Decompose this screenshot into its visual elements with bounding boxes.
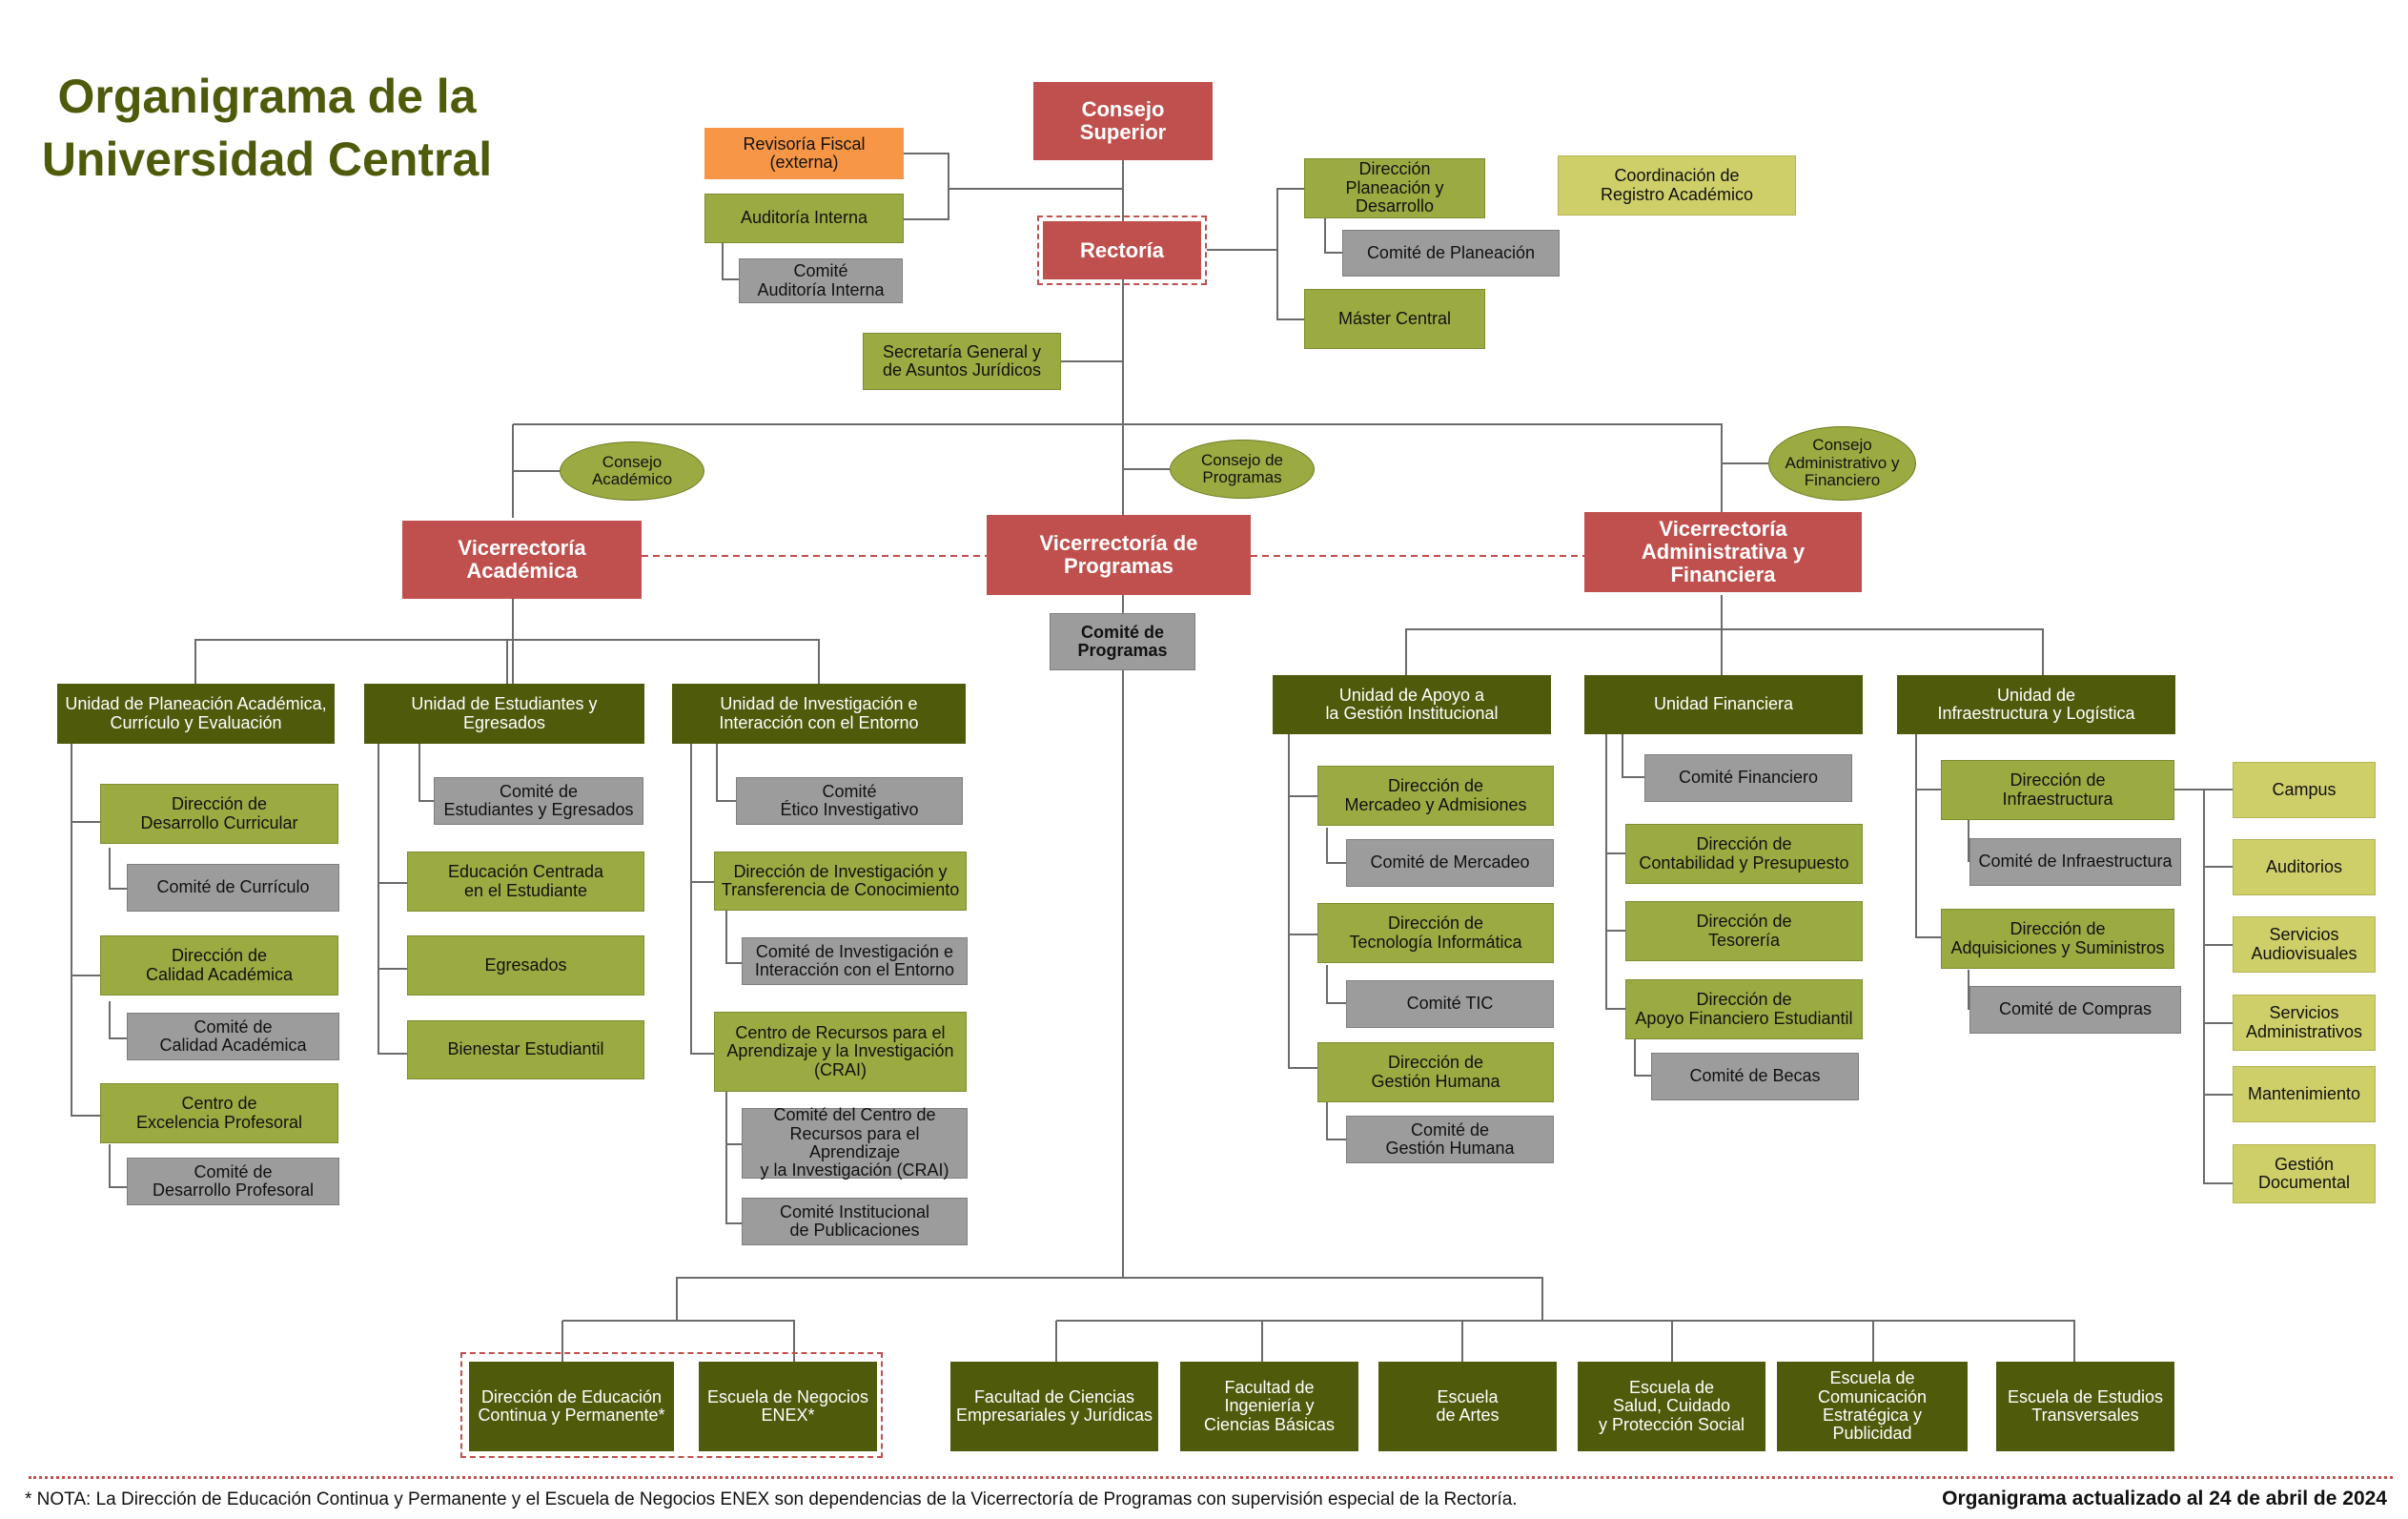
escuela-comunicacion-box[interactable]: Escuela de Comunicación Estratégica y Pu… — [1777, 1362, 1968, 1451]
facultad-empresariales-box[interactable]: Facultad de Ciencias Empresariales y Jur… — [950, 1362, 1158, 1451]
secretaria-general-box[interactable]: Secretaría General y de Asuntos Jurídico… — [863, 333, 1061, 390]
facultad-ingenieria-box[interactable]: Facultad de Ingeniería y Ciencias Básica… — [1180, 1362, 1358, 1451]
escuela-transversales-box[interactable]: Escuela de Estudios Transversales — [1996, 1362, 2174, 1451]
dir-adquisiciones-box[interactable]: Dirección de Adquisiciones y Suministros — [1941, 909, 2174, 969]
unidad-estudiantes-box[interactable]: Unidad de Estudiantes y Egresados — [364, 684, 644, 744]
footer-divider — [29, 1476, 2393, 1479]
comite-curriculo-box[interactable]: Comité de Currículo — [127, 864, 339, 912]
crai-box[interactable]: Centro de Recursos para el Aprendizaje y… — [714, 1012, 967, 1092]
comite-gestion-humana-box[interactable]: Comité de Gestión Humana — [1346, 1116, 1554, 1163]
bienestar-box[interactable]: Bienestar Estudiantil — [407, 1020, 644, 1079]
comite-investigacion-box[interactable]: Comité de Investigación e Interacción co… — [742, 937, 968, 985]
comite-mercadeo-box[interactable]: Comité de Mercadeo — [1346, 839, 1554, 887]
comite-desarrollo-prof-box[interactable]: Comité de Desarrollo Profesoral — [127, 1158, 339, 1205]
rectoria-dashed-frame — [1037, 216, 1207, 285]
comite-tic-box[interactable]: Comité TIC — [1346, 980, 1554, 1028]
comite-estudiantes-box[interactable]: Comité de Estudiantes y Egresados — [434, 777, 643, 825]
vicerrectoria-programas-box[interactable]: Vicerrectoría de Programas — [987, 515, 1251, 595]
comite-calidad-box[interactable]: Comité de Calidad Académica — [127, 1013, 339, 1060]
master-central-box[interactable]: Máster Central — [1304, 289, 1485, 349]
audiovisuales-box[interactable]: Servicios Audiovisuales — [2233, 916, 2376, 973]
comite-infraestructura-box[interactable]: Comité de Infraestructura — [1969, 838, 2181, 886]
revisoria-fiscal-box[interactable]: Revisoría Fiscal (externa) — [704, 128, 904, 179]
comite-planeacion-box[interactable]: Comité de Planeación — [1342, 230, 1560, 277]
dir-calidad-box[interactable]: Dirección de Calidad Académica — [100, 935, 338, 996]
comite-publicaciones-box[interactable]: Comité Institucional de Publicaciones — [742, 1198, 968, 1245]
dir-tecnologia-box[interactable]: Dirección de Tecnología Informática — [1317, 903, 1554, 963]
consejo-administrativo-ellipse[interactable]: Consejo Administrativo y Financiero — [1768, 426, 1916, 501]
enex-box[interactable]: Escuela de Negocios ENEX* — [699, 1362, 877, 1451]
footer-note: * NOTA: La Dirección de Educación Contin… — [25, 1489, 1518, 1509]
dir-infraestructura-box[interactable]: Dirección de Infraestructura — [1941, 760, 2174, 820]
comite-programas-box[interactable]: Comité de Programas — [1050, 613, 1195, 670]
gestion-documental-box[interactable]: Gestión Documental — [2233, 1144, 2376, 1203]
comite-auditoria-box[interactable]: Comité Auditoría Interna — [739, 258, 903, 303]
dir-contabilidad-box[interactable]: Dirección de Contabilidad y Presupuesto — [1625, 824, 1863, 884]
rectoria-box[interactable]: Rectoría — [1043, 221, 1201, 279]
educacion-centrada-box[interactable]: Educación Centrada en el Estudiante — [407, 852, 644, 912]
auditorios-box[interactable]: Auditorios — [2233, 839, 2376, 895]
mantenimiento-box[interactable]: Mantenimiento — [2233, 1066, 2376, 1122]
centro-excelencia-box[interactable]: Centro de Excelencia Profesoral — [100, 1083, 338, 1143]
vicerrectoria-academica-box[interactable]: Vicerrectoría Académica — [402, 521, 642, 599]
unidad-infraestructura-box[interactable]: Unidad de Infraestructura y Logística — [1897, 675, 2175, 734]
administrativos-box[interactable]: Servicios Administrativos — [2233, 995, 2376, 1051]
unidad-planeacion-box[interactable]: Unidad de Planeación Académica, Currícul… — [57, 684, 335, 744]
consejo-superior-box[interactable]: Consejo Superior — [1033, 82, 1213, 160]
dir-tesoreria-box[interactable]: Dirección de Tesorería — [1625, 901, 1863, 961]
dir-investigacion-box[interactable]: Dirección de Investigación y Transferenc… — [714, 852, 967, 911]
escuela-salud-box[interactable]: Escuela de Salud, Cuidado y Protección S… — [1578, 1362, 1765, 1451]
dir-desarrollo-curricular-box[interactable]: Dirección de Desarrollo Curricular — [100, 784, 338, 844]
egresados-box[interactable]: Egresados — [407, 935, 644, 996]
dir-apoyo-financiero-box[interactable]: Dirección de Apoyo Financiero Estudianti… — [1625, 979, 1863, 1039]
campus-box[interactable]: Campus — [2233, 762, 2376, 818]
comite-compras-box[interactable]: Comité de Compras — [1969, 986, 2181, 1034]
special-supervision-frame — [460, 1352, 883, 1458]
consejo-academico-ellipse[interactable]: Consejo Académico — [560, 441, 704, 501]
update-date: Organigrama actualizado al 24 de abril d… — [1942, 1488, 2387, 1509]
unidad-apoyo-box[interactable]: Unidad de Apoyo a la Gestión Institucion… — [1273, 675, 1551, 734]
educacion-continua-box[interactable]: Dirección de Educación Continua y Perman… — [469, 1362, 674, 1451]
dir-gestion-humana-box[interactable]: Dirección de Gestión Humana — [1317, 1042, 1554, 1102]
coordinacion-registro-box[interactable]: Coordinación de Registro Académico — [1558, 155, 1796, 216]
page-title: Organigrama de la Universidad Central — [41, 70, 493, 186]
auditoria-interna-box[interactable]: Auditoría Interna — [704, 194, 904, 243]
escuela-artes-box[interactable]: Escuela de Artes — [1378, 1362, 1557, 1451]
dir-mercadeo-box[interactable]: Dirección de Mercadeo y Admisiones — [1317, 766, 1554, 826]
comite-etico-box[interactable]: Comité Ético Investigativo — [736, 777, 963, 825]
comite-becas-box[interactable]: Comité de Becas — [1651, 1053, 1859, 1100]
consejo-programas-ellipse[interactable]: Consejo de Programas — [1170, 440, 1315, 499]
comite-financiero-box[interactable]: Comité Financiero — [1644, 754, 1852, 802]
unidad-investigacion-box[interactable]: Unidad de Investigación e Interacción co… — [672, 684, 966, 744]
unidad-financiera-box[interactable]: Unidad Financiera — [1584, 675, 1863, 734]
vicerrectoria-administrativa-box[interactable]: Vicerrectoría Administrativa y Financier… — [1584, 512, 1862, 592]
direccion-planeacion-box[interactable]: Dirección Planeación y Desarrollo — [1304, 158, 1485, 218]
comite-crai-box[interactable]: Comité del Centro de Recursos para el Ap… — [742, 1105, 968, 1180]
